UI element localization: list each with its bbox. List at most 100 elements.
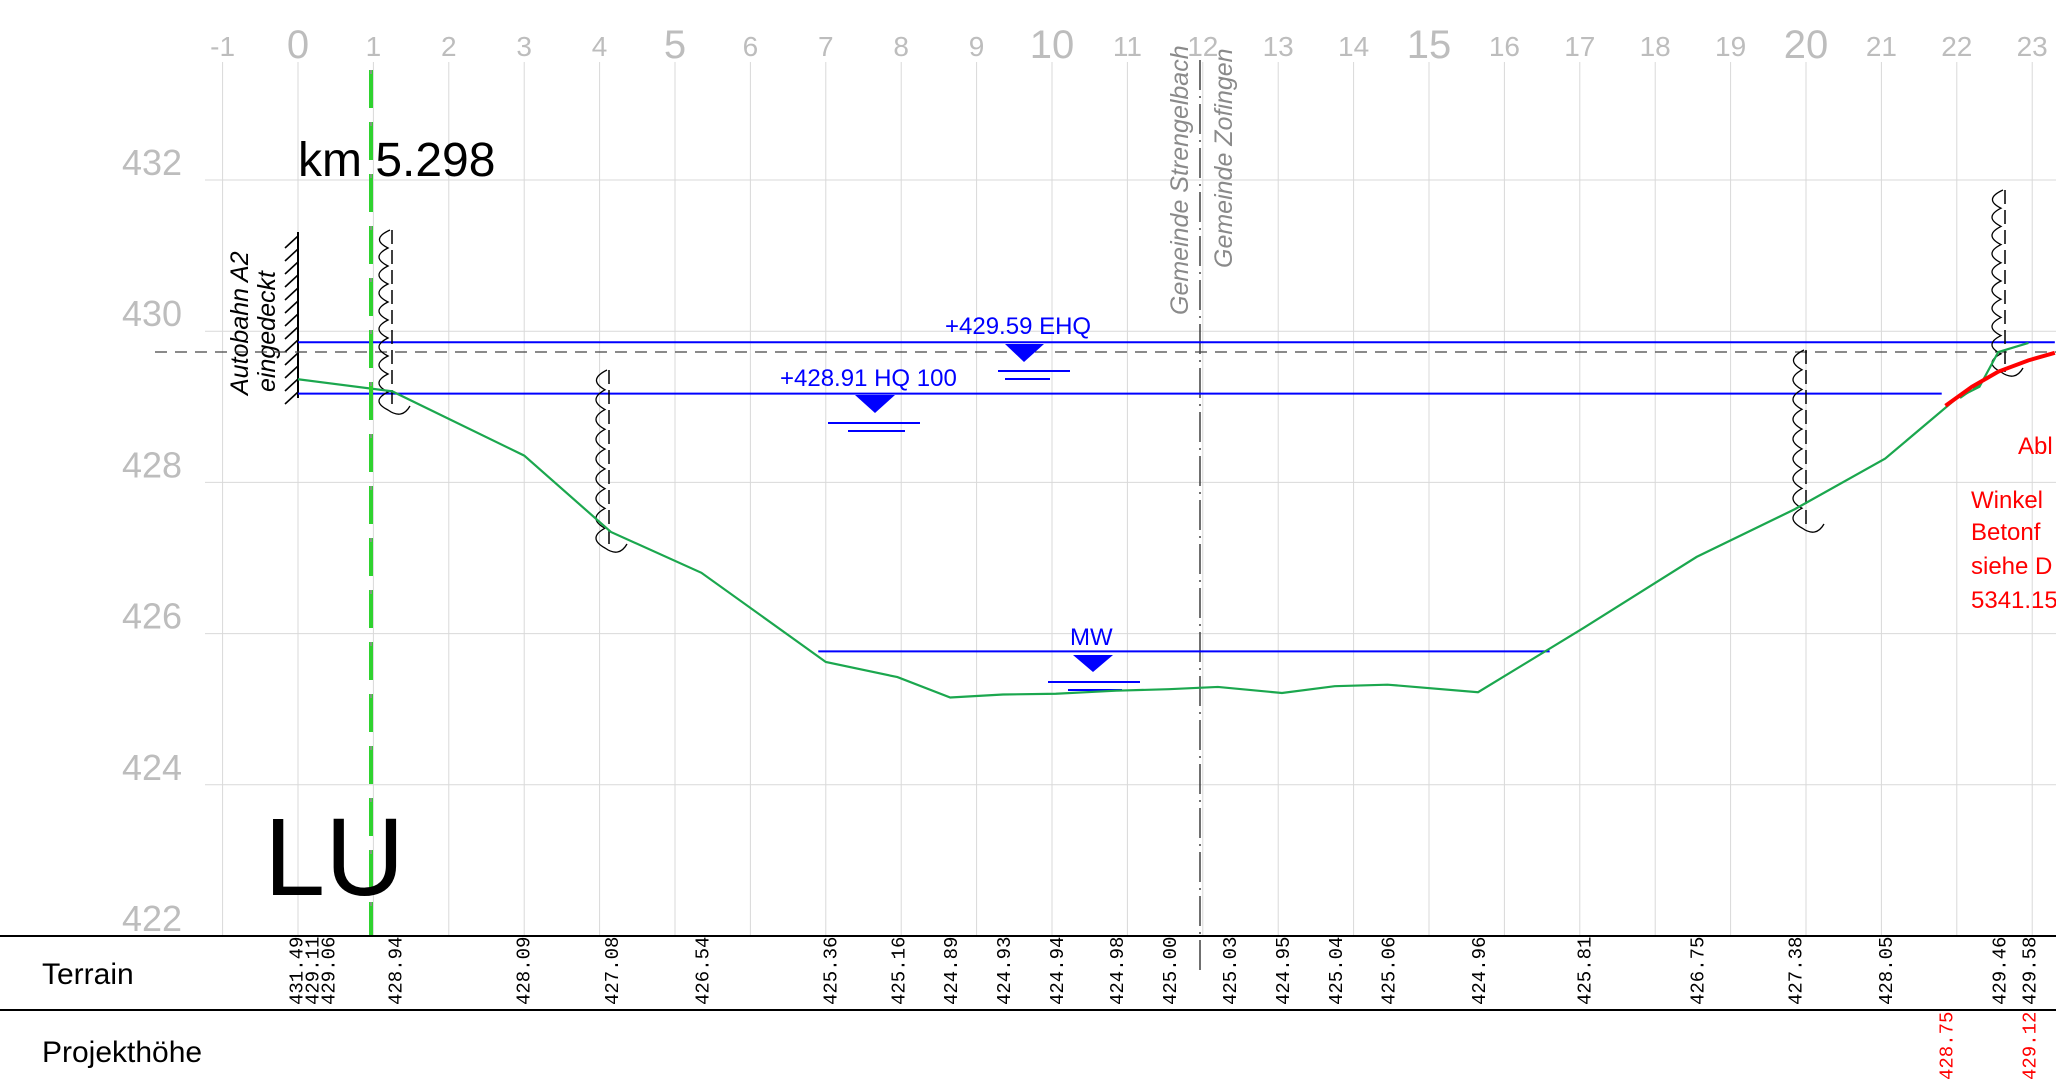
y-tick-label: 428 <box>122 444 182 485</box>
row-label-terrain: Terrain <box>42 958 134 991</box>
terrain-value: 424.94 <box>1047 937 1069 1005</box>
gemeinde-left-label: Gemeinde Strengelbach <box>1166 45 1194 315</box>
x-tick-label: 5 <box>664 23 686 67</box>
note-line4: 5341.15 <box>1971 587 2056 614</box>
terrain-line <box>297 341 2029 699</box>
x-tick-label: 9 <box>969 31 985 62</box>
hatch-line <box>284 313 299 327</box>
shrub-outline <box>1792 349 1825 533</box>
autobahn-label-line2: eingedeckt <box>253 270 281 392</box>
note-abbr: Abl <box>2018 433 2053 460</box>
x-tick-label: 1 <box>366 31 382 62</box>
mw-label: MW <box>1070 624 1113 651</box>
terrain-value: 424.96 <box>1469 937 1491 1005</box>
x-tick-label: 8 <box>893 31 909 62</box>
hq100-label: +428.91 HQ 100 <box>780 365 957 392</box>
terrain-value: 429.58 <box>2019 937 2041 1005</box>
autobahn-wall <box>284 232 299 405</box>
terrain-value: 424.89 <box>941 937 963 1005</box>
x-tick-label: 20 <box>1784 23 1829 67</box>
x-tick-label: 11 <box>1113 31 1142 62</box>
note-line3: siehe D <box>1971 553 2052 580</box>
shrub-symbol <box>1991 189 2024 377</box>
ehq-marker <box>998 344 1070 380</box>
y-tick-label: 422 <box>122 898 182 939</box>
terrain-value: 425.16 <box>888 937 910 1005</box>
note-line2: Betonf <box>1971 519 2041 546</box>
terrain-value: 427.38 <box>1786 937 1808 1005</box>
hatch-line <box>284 235 299 249</box>
hatch-line <box>284 391 299 405</box>
y-tick-label: 432 <box>122 142 182 183</box>
y-tick-label: 426 <box>122 596 182 637</box>
x-tick-label: -1 <box>210 31 235 62</box>
gemeinde-right-label: Gemeinde Zofingen <box>1210 48 1238 268</box>
projekt-values: 428.75 429.12 <box>1936 1012 2041 1080</box>
project-line <box>1944 350 2056 408</box>
shrub-symbol <box>378 229 411 415</box>
hatch-line <box>284 287 299 301</box>
x-tick-label: 7 <box>818 31 834 62</box>
x-tick-label: 0 <box>287 23 309 67</box>
hatch-line <box>284 326 299 340</box>
y-tick-label: 424 <box>122 747 182 788</box>
x-tick-label: 12 <box>1187 31 1218 62</box>
x-tick-label: 19 <box>1715 31 1746 62</box>
hatch-line <box>284 339 299 353</box>
x-tick-label: 15 <box>1407 23 1452 67</box>
x-tick-label: 10 <box>1030 23 1075 67</box>
terrain-value: 426.75 <box>1688 937 1710 1005</box>
terrain-value: 426.54 <box>692 937 714 1005</box>
terrain-value: 424.98 <box>1107 937 1129 1005</box>
station-label: km 5.298 <box>298 134 495 187</box>
terrain-value: 425.36 <box>821 937 843 1005</box>
water-levels <box>298 341 2055 653</box>
terrain-value: 431.49 <box>287 937 309 1005</box>
terrain-value: 427.08 <box>602 937 624 1005</box>
x-tick-label: 21 <box>1866 31 1897 62</box>
x-tick-label: 14 <box>1338 31 1369 62</box>
mw-marker <box>1048 655 1140 691</box>
hatch-line <box>284 274 299 288</box>
hq100-marker <box>828 395 920 432</box>
projekt-value: 429.12 <box>2019 1012 2041 1080</box>
x-tick-label: 4 <box>592 31 608 62</box>
x-tick-label: 22 <box>1941 31 1972 62</box>
shrub-symbol <box>595 369 628 553</box>
terrain-value: 428.94 <box>386 937 408 1005</box>
hatch-line <box>284 352 299 366</box>
x-tick-label: 16 <box>1489 31 1520 62</box>
x-tick-label: 17 <box>1564 31 1595 62</box>
shrub-outline <box>1991 189 2024 377</box>
autobahn-label-line1: Autobahn A2 <box>226 251 254 397</box>
shrub-symbol <box>1792 349 1825 533</box>
shrub-outline <box>595 369 628 553</box>
x-tick-label: 6 <box>743 31 759 62</box>
terrain-value: 425.04 <box>1326 937 1348 1005</box>
terrain-value: 425.03 <box>1220 937 1242 1005</box>
terrain-value: 429.11 <box>303 937 325 1005</box>
x-tick-label: 18 <box>1640 31 1671 62</box>
terrain-value: 425.06 <box>1379 937 1401 1005</box>
terrain-value: 425.81 <box>1575 937 1597 1005</box>
terrain-value: 429.06 <box>318 937 340 1005</box>
note-line1: Winkel <box>1971 487 2043 514</box>
hatch-line <box>284 365 299 379</box>
terrain-value: 424.93 <box>994 937 1016 1005</box>
hatch-line <box>284 378 299 392</box>
x-tick-label: 2 <box>441 31 457 62</box>
projekt-value: 428.75 <box>1936 1012 1958 1080</box>
grid <box>205 62 2056 937</box>
x-tick-label: 13 <box>1263 31 1294 62</box>
terrain-value: 428.09 <box>514 937 536 1005</box>
shrub-outline <box>378 229 411 415</box>
row-label-projekthoehe: Projekthöhe <box>42 1036 202 1069</box>
terrain-value: 429.46 <box>1989 937 2011 1005</box>
ehq-label: +429.59 EHQ <box>945 313 1091 340</box>
hatch-line <box>284 248 299 262</box>
